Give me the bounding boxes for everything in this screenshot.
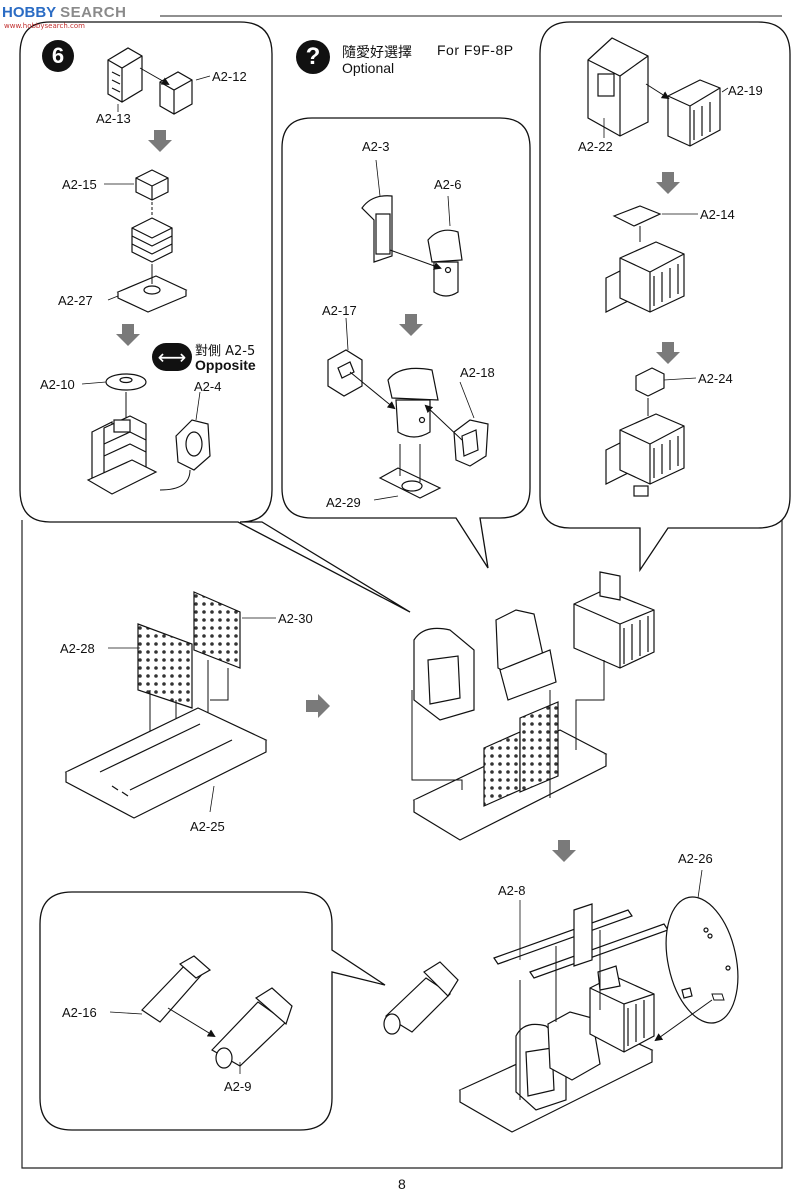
part-label: A2-6 bbox=[434, 177, 462, 192]
down-arrow bbox=[656, 342, 680, 364]
part-label: A2-19 bbox=[728, 83, 763, 98]
part-label: A2-10 bbox=[40, 377, 75, 392]
right-arrow bbox=[306, 694, 330, 718]
question-icon: ? bbox=[296, 40, 330, 74]
part-a2-13 bbox=[107, 47, 143, 103]
part-label: A2-9 bbox=[224, 1079, 252, 1094]
part-a2-22 bbox=[587, 37, 649, 137]
opposite-label-english: Opposite bbox=[195, 357, 256, 373]
step-number-badge: 6 bbox=[42, 40, 74, 72]
part-label: A2-25 bbox=[190, 819, 225, 834]
part-label: A2-16 bbox=[62, 1005, 97, 1020]
cockpit-assembly-final bbox=[383, 961, 655, 1133]
seat-assembly bbox=[86, 415, 158, 495]
part-a2-27 bbox=[116, 275, 188, 313]
part-a2-4 bbox=[175, 419, 211, 471]
page-frame bbox=[21, 520, 783, 1169]
optional-label-chinese: 隨愛好選擇 bbox=[342, 45, 412, 61]
part-label: A2-13 bbox=[96, 111, 131, 126]
part-label: A2-14 bbox=[700, 207, 735, 222]
optional-model-label: For F9F-8P bbox=[437, 42, 514, 58]
down-arrow bbox=[399, 314, 423, 336]
part-label: A2-12 bbox=[212, 69, 247, 84]
part-a2-6 bbox=[427, 229, 463, 297]
part-label: A2-8 bbox=[498, 883, 526, 898]
opposite-arrows-icon: ⟷ bbox=[152, 343, 192, 371]
part-a2-17 bbox=[327, 349, 363, 397]
down-arrow bbox=[656, 172, 680, 194]
bottom-left-callout bbox=[39, 891, 386, 1131]
part-stack bbox=[131, 217, 173, 263]
part-a2-10 bbox=[105, 373, 147, 391]
console-block-2 bbox=[605, 413, 685, 497]
down-arrow bbox=[148, 130, 172, 152]
floor-a2-25 bbox=[64, 707, 268, 819]
seat-body bbox=[387, 367, 439, 438]
part-label: A2-3 bbox=[362, 139, 390, 154]
opposite-label-chinese: 對側 A2-5 bbox=[195, 344, 256, 359]
down-arrow bbox=[116, 324, 140, 346]
optional-label-english: Optional bbox=[342, 60, 395, 76]
part-label: A2-29 bbox=[326, 495, 361, 510]
watermark-brand-b: SEARCH bbox=[60, 4, 127, 21]
page-number: 8 bbox=[398, 1176, 406, 1192]
part-label: A2-24 bbox=[698, 371, 733, 386]
part-a2-29 bbox=[378, 467, 442, 499]
part-label: A2-17 bbox=[322, 303, 357, 318]
part-a2-26 bbox=[665, 896, 739, 1024]
part-a2-24 bbox=[635, 367, 665, 397]
part-label: A2-30 bbox=[278, 611, 313, 626]
part-a2-18 bbox=[453, 419, 489, 467]
part-label: A2-15 bbox=[62, 177, 97, 192]
cockpit-assembly-mid bbox=[412, 571, 655, 841]
panel-a2-30 bbox=[193, 591, 241, 669]
watermark-logo: HOBBY SEARCH bbox=[2, 4, 126, 21]
watermark-url: www.hobbysearch.com bbox=[4, 22, 85, 30]
part-label: A2-28 bbox=[60, 641, 95, 656]
part-a2-19 bbox=[667, 79, 721, 147]
part-a2-16 bbox=[141, 955, 212, 1023]
console-block-1 bbox=[605, 241, 685, 313]
watermark-brand-a: HOBBY bbox=[2, 4, 56, 21]
part-label: A2-27 bbox=[58, 293, 93, 308]
part-a2-14 bbox=[612, 205, 662, 227]
optional-callout bbox=[281, 117, 531, 569]
part-label: A2-4 bbox=[194, 379, 222, 394]
part-a2-9 bbox=[211, 987, 293, 1069]
part-label: A2-18 bbox=[460, 365, 495, 380]
part-a2-15 bbox=[135, 169, 169, 201]
panel-a2-28 bbox=[137, 623, 193, 709]
part-label: A2-26 bbox=[678, 851, 713, 866]
down-arrow bbox=[552, 840, 576, 862]
part-a2-3 bbox=[361, 195, 393, 263]
part-label: A2-22 bbox=[578, 139, 613, 154]
